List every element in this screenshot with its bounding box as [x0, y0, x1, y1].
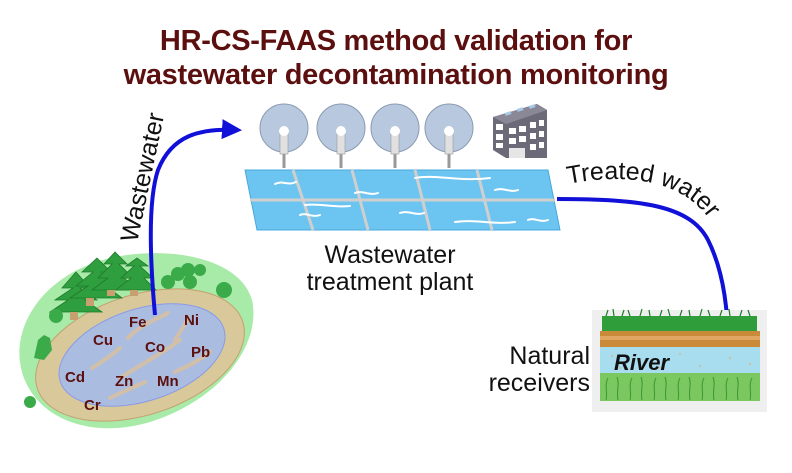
title-line-2: wastewater decontamination monitoring: [123, 59, 669, 91]
metal-zn: Zn: [115, 373, 133, 390]
receivers-label: Natural receivers: [470, 343, 590, 397]
metal-cr: Cr: [84, 397, 101, 414]
settling-tanks: [244, 169, 561, 231]
receivers-label-line-2: receivers: [488, 369, 590, 397]
metal-cd: Cd: [65, 369, 85, 386]
metal-fe: Fe: [129, 314, 147, 331]
title-line-1: HR-CS-FAAS method validation for: [159, 25, 633, 57]
plant-label-line-1: Wastewater: [324, 241, 456, 269]
plant-label: Wastewater treatment plant: [255, 242, 525, 296]
receivers-label-line-1: Natural: [509, 342, 590, 370]
inflow-arrow: [148, 119, 242, 316]
sediment-streaks: [90, 311, 212, 400]
treatment-plant: [244, 103, 561, 231]
metal-ni: Ni: [184, 312, 199, 329]
contaminated-pond: [19, 251, 254, 429]
outflow-label: Treated water: [564, 157, 726, 222]
metal-pb: Pb: [191, 344, 210, 361]
diagram-title: HR-CS-FAAS method validation for wastewa…: [0, 24, 792, 92]
metal-labels: Fe Ni Cu Co Pb Cd Zn Mn Cr: [65, 312, 210, 414]
upper-grass: [602, 316, 757, 331]
factory-building-icon: [493, 104, 547, 158]
metal-mn: Mn: [157, 373, 179, 390]
filter-unit: [316, 103, 366, 168]
filter-unit: [370, 103, 420, 168]
river-label: River: [614, 350, 670, 375]
lower-grass: [600, 373, 760, 401]
trees: [24, 251, 232, 408]
metal-co: Co: [145, 339, 165, 356]
metal-cu: Cu: [93, 332, 113, 349]
river-receiver: River: [592, 308, 767, 412]
outflow-arrow: [556, 197, 738, 349]
river-water: [600, 347, 760, 373]
inflow-label: Wastewater: [115, 110, 170, 244]
filter-unit: [259, 103, 309, 168]
plant-label-line-2: treatment plant: [306, 268, 474, 296]
filter-unit: [424, 103, 474, 168]
filters: [259, 103, 474, 168]
